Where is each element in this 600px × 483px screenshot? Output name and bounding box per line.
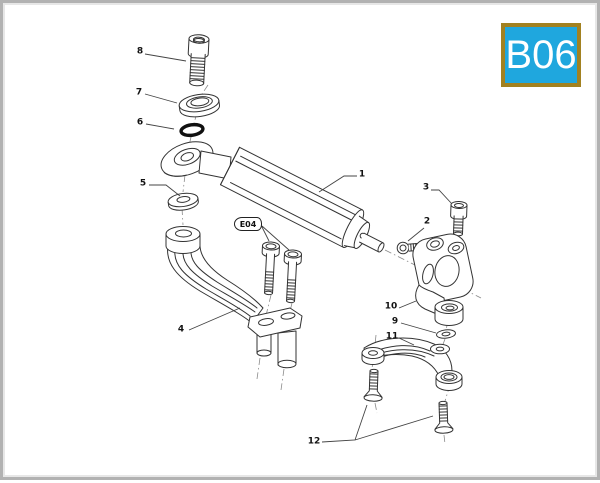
callout-5: 5 xyxy=(139,178,147,189)
bracket-arm-4 xyxy=(165,226,303,369)
steering-damper-1 xyxy=(160,141,385,253)
cup-washer-7 xyxy=(178,93,221,118)
washer-5 xyxy=(167,192,199,211)
lower-bracket-11 xyxy=(361,337,463,391)
washer-9 xyxy=(436,329,456,339)
countersunk-bolt-12-left xyxy=(363,368,384,402)
callout-leader-lines xyxy=(144,53,453,443)
callout-2: 2 xyxy=(423,216,431,227)
clamp-screw-3 xyxy=(450,200,468,237)
callout-4: 4 xyxy=(177,324,185,335)
callout-11: 11 xyxy=(385,331,399,342)
mounting-bolt-e04-left xyxy=(259,241,281,296)
mounting-bolt-e04-right xyxy=(281,249,303,304)
o-ring-6 xyxy=(179,122,205,138)
callout-3: 3 xyxy=(422,182,430,193)
callout-9: 9 xyxy=(391,316,399,327)
socket-screw-8 xyxy=(187,34,210,87)
page-code-badge: B06 xyxy=(501,23,581,87)
callout-7: 7 xyxy=(135,87,143,98)
callout-8: 8 xyxy=(136,46,144,57)
exploded-view-drawing xyxy=(144,34,482,445)
callout-10: 10 xyxy=(384,301,398,312)
reference-chip-e04[interactable]: E04 xyxy=(234,217,262,231)
callout-12: 12 xyxy=(307,436,321,447)
callout-6: 6 xyxy=(136,117,144,128)
countersunk-bolt-12-right xyxy=(433,400,454,434)
callout-1: 1 xyxy=(358,169,366,180)
damper-mount-10 xyxy=(412,233,474,326)
